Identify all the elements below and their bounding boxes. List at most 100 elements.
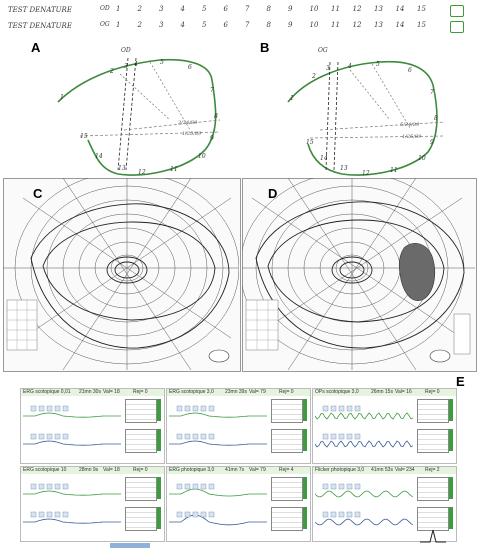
erg-trace [23, 412, 121, 418]
erg-marker [330, 511, 337, 518]
svg-text:2: 2 [109, 68, 114, 75]
erg-level-bar [303, 429, 307, 451]
erg-measure-table [271, 399, 303, 423]
erg-marker [346, 405, 353, 412]
svg-text:15: 15 [80, 133, 88, 140]
panel-d-label: D [268, 186, 278, 201]
erg-waveform [169, 405, 267, 446]
header-number: 15 [417, 21, 426, 29]
erg-marker [30, 483, 37, 490]
erg-title: ERG scotopique 10 [23, 467, 67, 473]
erg-measure-table [417, 429, 449, 453]
erg-measure-table [271, 507, 303, 531]
svg-text:12: 12 [138, 169, 146, 176]
svg-text:12: 12 [362, 170, 370, 177]
erg-trace [23, 518, 121, 524]
erg-marker [200, 483, 207, 490]
panel-b-label: B [260, 40, 270, 55]
erg-marker [208, 405, 215, 412]
erg-marker [354, 483, 361, 490]
panel-b-eye-label: OG [318, 47, 328, 54]
svg-text:3: 3 [326, 65, 330, 72]
panel-c-perimetry [3, 178, 239, 370]
header-number: 4 [180, 5, 185, 13]
header-number: 11 [331, 21, 340, 29]
erg-trace [315, 412, 413, 420]
erg-level-bar [449, 507, 453, 529]
svg-text:11: 11 [170, 166, 178, 173]
header-row-1-label: TEST DENATURE [8, 6, 72, 14]
header-number: 8 [266, 5, 271, 13]
erg-marker [346, 511, 353, 518]
erg-marker [62, 405, 69, 412]
erg-marker [62, 511, 69, 518]
erg-marker [330, 433, 337, 440]
erg-waveform [23, 405, 121, 446]
erg-marker [184, 483, 191, 490]
erg-level-bar [157, 429, 161, 451]
erg-waveform [315, 483, 413, 526]
erg-marker [62, 483, 69, 490]
header-mark-od: OD [100, 5, 110, 12]
header-number: 7 [245, 5, 250, 13]
erg-level-bar [303, 477, 307, 499]
erg-marker [62, 433, 69, 440]
header-number: 6 [223, 5, 228, 13]
header-number: 9 [288, 21, 293, 29]
panel-a-label: A [31, 40, 41, 55]
svg-text:6: 6 [408, 67, 412, 74]
erg-title: ERG scotopique 3,0 [169, 389, 214, 395]
erg-marker [330, 405, 337, 412]
header-number: 10 [309, 5, 319, 13]
svg-text:7: 7 [210, 87, 214, 94]
erg-marker [54, 511, 61, 518]
header-number: 4 [180, 21, 185, 29]
erg-measure-table [417, 477, 449, 501]
erg-time: 41mn 7s [225, 467, 245, 473]
panel-e-label: E [456, 374, 465, 389]
erg-measure-table [125, 429, 157, 453]
erg-cell-header [167, 467, 310, 474]
svg-text:3: 3 [124, 63, 128, 70]
erg-cell-header [313, 467, 456, 474]
svg-text:9: 9 [430, 139, 434, 146]
erg-marker [176, 405, 183, 412]
erg-marker [46, 405, 53, 412]
erg-level-bar [449, 477, 453, 499]
erg-level-bar [303, 399, 307, 421]
erg-time: 21mn 30s [79, 389, 101, 395]
erg-marker [30, 433, 37, 440]
panel-d-frame [242, 178, 477, 372]
svg-text:10: 10 [418, 155, 426, 162]
header-number: 5 [202, 5, 207, 13]
erg-level-bar [157, 477, 161, 499]
erg-level-bar [157, 399, 161, 421]
header-number: 2 [137, 21, 142, 29]
erg-marker [38, 483, 45, 490]
header-number: 1 [116, 5, 121, 13]
check-box-1 [450, 5, 464, 17]
header-number: 3 [159, 21, 164, 29]
panel-c-label: C [33, 186, 43, 201]
erg-rej: Rej= 0 [133, 389, 148, 395]
erg-level-bar [449, 399, 453, 421]
header-number: 8 [266, 21, 271, 29]
erg-trace [315, 440, 413, 448]
erg-marker [322, 483, 329, 490]
erg-rej: Rej= 2 [425, 467, 440, 473]
erg-marker [322, 511, 329, 518]
erg-waveform [169, 483, 267, 526]
svg-text:4: 4 [133, 61, 138, 68]
svg-text:8: 8 [214, 113, 218, 120]
erg-measure-table [125, 399, 157, 423]
svg-text:11: 11 [390, 167, 398, 174]
erg-trace [169, 440, 267, 446]
svg-text:14: 14 [320, 155, 328, 162]
erg-trace [315, 490, 413, 498]
